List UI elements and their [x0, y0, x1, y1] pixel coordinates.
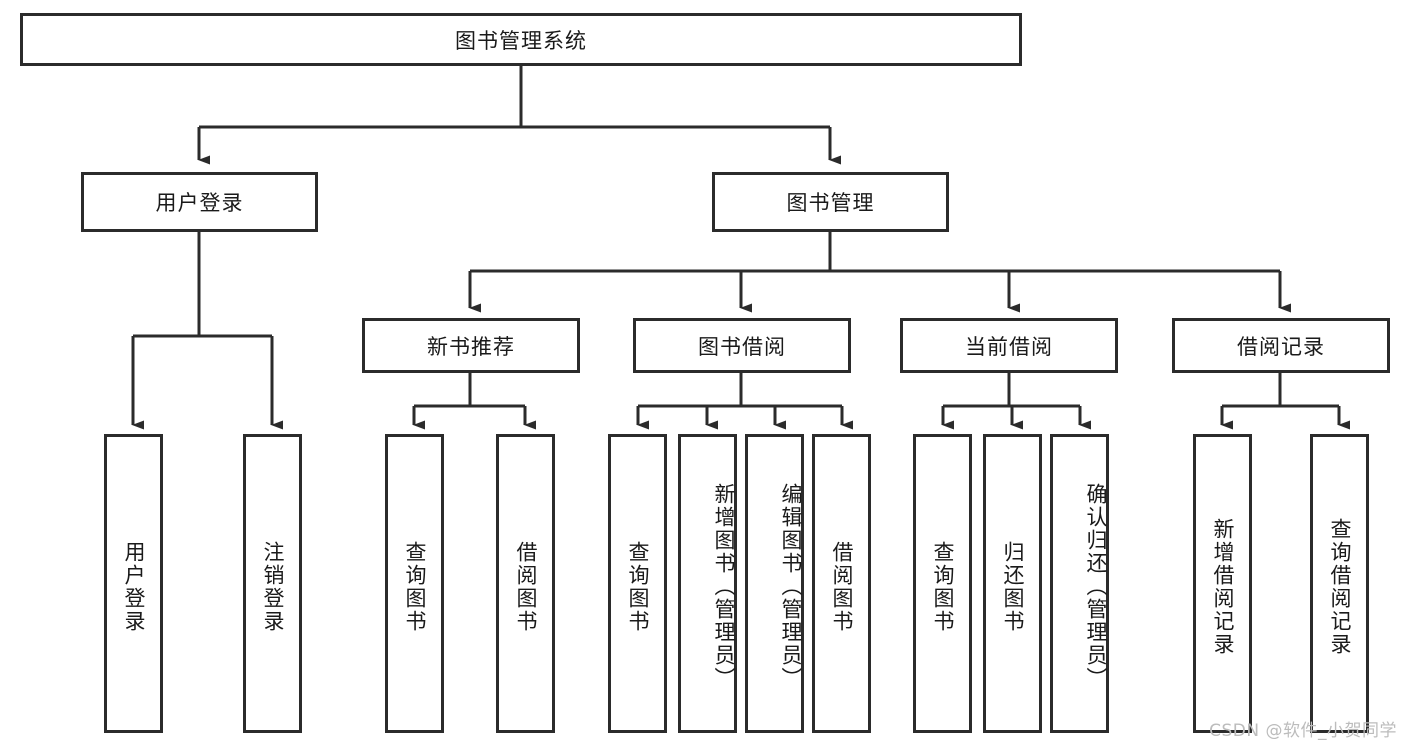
leaf-records-query-record[interactable]: 查询借阅记录	[1310, 434, 1369, 733]
leaf-current-confirm-return-admin[interactable]: 确认归还（管理员）	[1050, 434, 1109, 733]
leaf-user-login-logout[interactable]: 注销登录	[243, 434, 302, 733]
node-borrow-records[interactable]: 借阅记录	[1172, 318, 1390, 373]
node-user-login[interactable]: 用户登录	[81, 172, 318, 232]
leaf-borrow-query-book[interactable]: 查询图书	[608, 434, 667, 733]
leaf-current-return-book[interactable]: 归还图书	[983, 434, 1042, 733]
leaf-new-books-borrow-book[interactable]: 借阅图书	[496, 434, 555, 733]
leaf-records-add-record[interactable]: 新增借阅记录	[1193, 434, 1252, 733]
leaf-borrow-borrow-book[interactable]: 借阅图书	[812, 434, 871, 733]
node-root-system[interactable]: 图书管理系统	[20, 13, 1022, 66]
node-current-borrow[interactable]: 当前借阅	[900, 318, 1118, 373]
leaf-borrow-edit-book-admin[interactable]: 编辑图书（管理员）	[745, 434, 804, 733]
node-book-borrow[interactable]: 图书借阅	[633, 318, 851, 373]
leaf-new-books-query-book[interactable]: 查询图书	[385, 434, 444, 733]
leaf-current-query-book[interactable]: 查询图书	[913, 434, 972, 733]
node-new-book-recommend[interactable]: 新书推荐	[362, 318, 580, 373]
leaf-borrow-add-book-admin[interactable]: 新增图书（管理员）	[678, 434, 737, 733]
watermark-text: CSDN @软件_小贺同学	[1209, 721, 1397, 741]
leaf-user-login-login[interactable]: 用户登录	[104, 434, 163, 733]
node-book-management[interactable]: 图书管理	[712, 172, 949, 232]
